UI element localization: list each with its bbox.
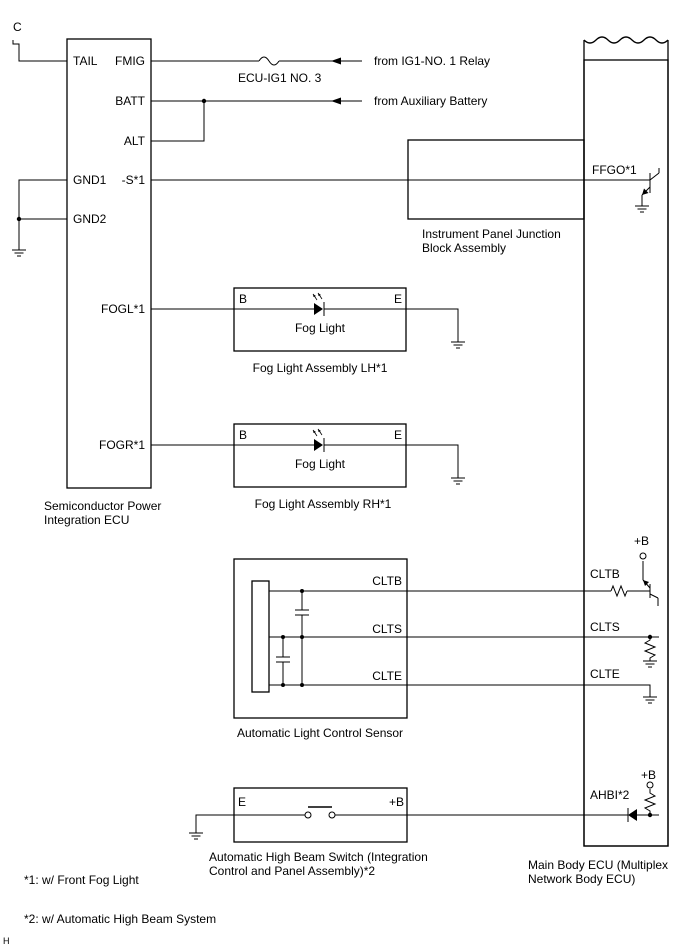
semiconductor-power-integration-ecu: TAIL FMIG BATT ALT GND1 -S*1 GND2 FOGL*1… xyxy=(44,38,161,527)
resistor-icon xyxy=(643,637,657,661)
main-ecu-name-line2: Network Body ECU) xyxy=(528,872,635,886)
fog-rh-pin-e: E xyxy=(394,428,402,442)
fog-lh-name: Fog Light Assembly LH*1 xyxy=(253,361,388,375)
automatic-light-control-sensor: CLTB CLTS CLTE Automatic Light Control S… xyxy=(233,558,408,740)
fuse-label: ECU-IG1 NO. 3 xyxy=(238,71,322,85)
fog-rh-pin-b: B xyxy=(239,428,247,442)
sensor-clts-label: CLTS xyxy=(372,622,402,636)
note-2: *2: w/ Automatic High Beam System xyxy=(24,912,216,926)
arrow-left-icon xyxy=(331,57,341,65)
junction-block-name-line1: Instrument Panel Junction xyxy=(422,227,561,241)
pin-fogr: FOGR*1 xyxy=(99,438,145,452)
automatic-high-beam-switch: E +B +B AHBI*2 Automatic High Beam Switc… xyxy=(189,768,659,878)
main-ecu-plus-b-2: +B xyxy=(641,768,656,782)
fmig-circuit: ECU-IG1 NO. 3 from IG1-NO. 1 Relay xyxy=(151,54,490,85)
pin-gnd2: GND2 xyxy=(73,212,107,226)
sensor-to-main-ecu-wiring: +B CLTB CLTS CLTE xyxy=(407,534,659,704)
ground-symbol-clts xyxy=(643,660,657,668)
footnotes: *1: w/ Front Fog Light *2: w/ Automatic … xyxy=(3,873,216,946)
pin-alt: ALT xyxy=(124,134,146,148)
fog-rh-name: Fog Light Assembly RH*1 xyxy=(255,497,392,511)
arrow-left-icon xyxy=(331,97,341,105)
pin-fogl: FOGL*1 xyxy=(101,302,145,316)
instrument-panel-junction-block: Instrument Panel Junction Block Assembly xyxy=(407,139,585,255)
fog-lh-pin-b: B xyxy=(239,292,247,306)
ground-wiring-gnd xyxy=(12,179,67,257)
connector-c: C xyxy=(12,20,67,62)
ground-symbol-clte xyxy=(643,696,657,704)
ground-symbol-gnd xyxy=(12,249,26,257)
ffgo-circuit: FFGO*1 xyxy=(151,163,660,213)
fog-light-assembly-rh: B E Fog Light Fog Light Assembly RH*1 xyxy=(151,423,465,511)
connector-c-label: C xyxy=(13,20,22,34)
resistor-icon xyxy=(643,789,657,815)
main-ecu-ahbi-label: AHBI*2 xyxy=(590,788,630,802)
main-ecu-plus-b-1: +B xyxy=(634,534,649,548)
pin-s: -S*1 xyxy=(122,173,146,187)
switch-name-line1: Automatic High Beam Switch (Integration xyxy=(209,850,428,864)
main-ecu-name-line1: Main Body ECU (Multiplex xyxy=(528,858,668,872)
resistor-icon xyxy=(610,584,628,598)
pin-tail: TAIL xyxy=(73,54,98,68)
ground-symbol-fog-rh xyxy=(451,477,465,485)
note-1: *1: w/ Front Fog Light xyxy=(24,873,139,887)
main-ecu-clte-label: CLTE xyxy=(590,667,620,681)
transistor-ffgo-icon xyxy=(635,168,660,213)
main-ecu-ffgo-label: FFGO*1 xyxy=(592,163,637,177)
battery-circuit: from Auxiliary Battery xyxy=(151,94,487,142)
fog-light-assembly-lh: B E Fog Light Fog Light Assembly LH*1 xyxy=(151,287,465,375)
main-ecu-clts-label: CLTS xyxy=(590,620,620,634)
transistor-cltb-icon xyxy=(639,552,659,606)
sensor-name: Automatic Light Control Sensor xyxy=(237,726,403,740)
fog-rh-inner-label: Fog Light xyxy=(295,457,346,471)
ecu-spi-name-line1: Semiconductor Power xyxy=(44,499,161,513)
main-ecu-cltb-label: CLTB xyxy=(590,567,620,581)
fog-lh-inner-label: Fog Light xyxy=(295,321,346,335)
pin-gnd1: GND1 xyxy=(73,173,107,187)
junction-block-name-line2: Block Assembly xyxy=(422,241,506,255)
sensor-clte-label: CLTE xyxy=(372,669,402,683)
fog-lh-pin-e: E xyxy=(394,292,402,306)
diode-icon xyxy=(627,808,637,822)
switch-pin-e: E xyxy=(238,795,246,809)
main-body-ecu: Main Body ECU (Multiplex Network Body EC… xyxy=(528,36,669,886)
corner-mark: H xyxy=(3,936,10,946)
source-aux: from Auxiliary Battery xyxy=(374,94,487,108)
fuse-icon xyxy=(258,56,280,66)
pin-batt: BATT xyxy=(115,94,145,108)
switch-name-line2: Control and Panel Assembly)*2 xyxy=(209,864,375,878)
switch-pin-b: +B xyxy=(389,795,404,809)
ground-symbol-switch xyxy=(189,832,203,840)
sensor-cltb-label: CLTB xyxy=(372,574,402,588)
ecu-spi-name-line2: Integration ECU xyxy=(44,513,129,527)
source-ig1: from IG1-NO. 1 Relay xyxy=(374,54,490,68)
pin-fmig: FMIG xyxy=(115,54,145,68)
ground-symbol-fog-lh xyxy=(451,341,465,349)
